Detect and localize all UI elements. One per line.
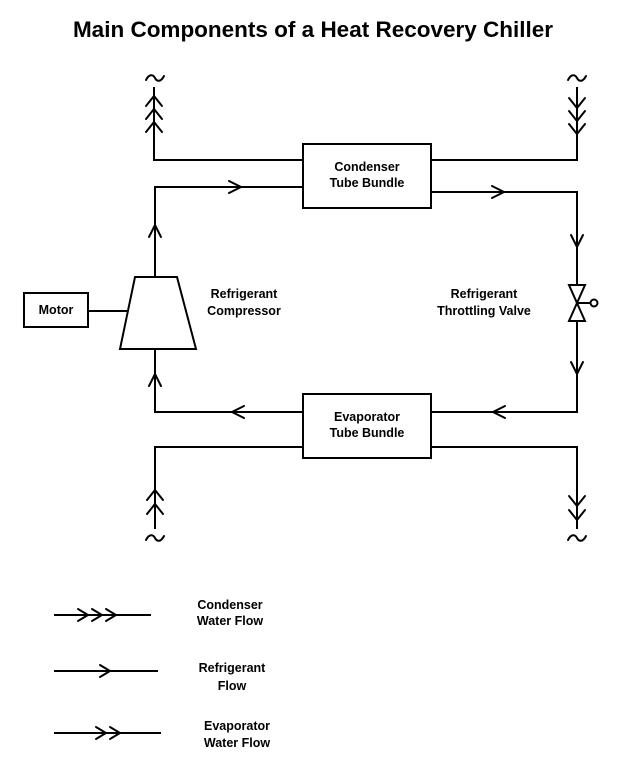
- diagram-title: Main Components of a Heat Recovery Chill…: [73, 17, 553, 42]
- evaporator-suction-line: [154, 348, 304, 413]
- condenser-water-arrowhead: [568, 123, 586, 136]
- legend-evaporator-water-flow: Evaporator Water Flow: [54, 719, 270, 750]
- refrigerant-arrowhead: [148, 371, 162, 387]
- condenser-tube-bundle: Condenser Tube Bundle: [302, 143, 432, 209]
- legend-label-line1: Condenser: [197, 598, 262, 612]
- evaporator-label-line2: Tube Bundle: [330, 426, 405, 440]
- evaporator-water-arrowhead: [146, 502, 164, 515]
- refrigerant-arrowhead: [228, 180, 244, 194]
- legend-arrowhead: [77, 608, 90, 622]
- valve-label-line2: Throttling Valve: [437, 304, 531, 318]
- condenser-water-loop: [145, 74, 587, 161]
- legend-arrowhead: [95, 726, 108, 740]
- evaporator-tube-bundle: Evaporator Tube Bundle: [302, 393, 432, 459]
- evaporator-water-arrowhead: [568, 495, 586, 508]
- condenser-water-outlet-pipe: [153, 87, 304, 161]
- legend-label-line2: Flow: [218, 679, 247, 693]
- evaporator-water-arrowhead: [568, 509, 586, 522]
- legend-arrowhead: [99, 664, 112, 678]
- legend-arrowhead: [105, 608, 118, 622]
- pipe-break-squiggle: [567, 534, 587, 542]
- refrigerant-arrowhead: [490, 405, 506, 419]
- valve-handle: [589, 298, 599, 308]
- condenser-water-arrowhead: [568, 97, 586, 110]
- valve-triangle-top: [567, 284, 587, 306]
- refrigerant-arrowhead: [570, 234, 584, 250]
- refrigerant-throttling-valve: Refrigerant Throttling Valve: [437, 284, 599, 322]
- condenser-box: [302, 143, 432, 209]
- compressor-label-line1: Refrigerant: [211, 287, 279, 301]
- condenser-water-inlet-pipe: [430, 87, 578, 161]
- compressor-symbol: [118, 276, 198, 350]
- condenser-water-arrowhead: [145, 120, 163, 133]
- legend-label-line2: Water Flow: [197, 614, 263, 628]
- refrigerant-arrowhead: [570, 361, 584, 377]
- legend-label-line2: Water Flow: [204, 736, 270, 750]
- compressor-label-line2: Compressor: [207, 304, 281, 318]
- motor-box: [23, 292, 89, 328]
- pipe-break-squiggle: [567, 74, 587, 82]
- motor-label: Motor: [39, 303, 74, 317]
- pipe-break-squiggle: [145, 74, 165, 82]
- refrigerant-loop: [148, 180, 584, 419]
- refrigerant-arrowhead: [229, 405, 245, 419]
- refrigerant-arrowhead: [491, 185, 507, 199]
- compressor-discharge-line: [154, 186, 304, 278]
- valve-triangle-bottom: [567, 300, 587, 322]
- legend-arrowhead: [91, 608, 104, 622]
- condenser-water-arrowhead: [145, 107, 163, 120]
- evaporator-box: [302, 393, 432, 459]
- evaporator-water-outlet-pipe: [430, 446, 578, 529]
- condenser-to-valve-line: [430, 191, 578, 286]
- legend-label-line1: Evaporator: [204, 719, 270, 733]
- evaporator-water-arrowhead: [146, 488, 164, 501]
- valve-label-line1: Refrigerant: [451, 287, 519, 301]
- condenser-water-arrowhead: [145, 94, 163, 107]
- refrigerant-arrowhead: [148, 222, 162, 238]
- legend: Condenser Water Flow Refrigerant Flow Ev…: [54, 598, 270, 750]
- legend-refrigerant-flow: Refrigerant Flow: [54, 661, 267, 693]
- condenser-label-line1: Condenser: [334, 160, 399, 174]
- legend-label-line1: Refrigerant: [199, 661, 267, 675]
- evaporator-water-loop: [145, 446, 587, 542]
- pipe-break-squiggle: [145, 534, 165, 542]
- legend-arrowhead: [109, 726, 122, 740]
- motor: Motor: [23, 292, 89, 328]
- condenser-label-line2: Tube Bundle: [330, 176, 405, 190]
- valve-to-evaporator-line: [430, 320, 578, 413]
- refrigerant-compressor: Refrigerant Compressor: [118, 276, 281, 350]
- evaporator-label-line1: Evaporator: [334, 410, 400, 424]
- evaporator-water-inlet-pipe: [154, 446, 304, 529]
- condenser-water-arrowhead: [568, 110, 586, 123]
- legend-condenser-water-flow: Condenser Water Flow: [54, 598, 263, 628]
